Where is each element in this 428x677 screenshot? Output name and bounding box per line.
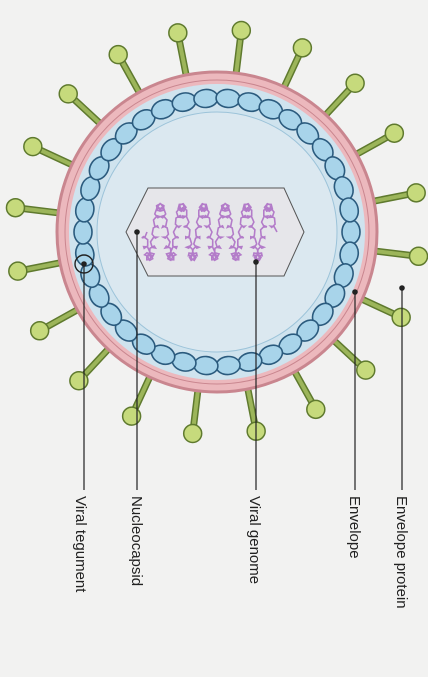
envelope-protein-head [184,425,202,443]
leader-dot-tegument [81,261,87,267]
leader-dot-nucleocapsid [134,229,140,235]
label-nucleocapsid: Nucleocapsid [128,496,145,586]
label-viral-genome: Viral genome [246,496,263,584]
envelope-protein-head [24,138,42,156]
envelope-protein-head [385,124,403,142]
leader-dot-protein [399,285,405,291]
capsomer [342,220,360,244]
envelope-protein-head [31,322,49,340]
envelope-protein-head [232,21,250,39]
capsomer [74,220,92,244]
envelope-protein-head [410,247,428,265]
envelope-protein-head [407,184,425,202]
envelope-protein-head [109,46,127,64]
envelope-protein-head [307,400,325,418]
envelope-protein-head [346,74,364,92]
leader-dot-genome [253,259,259,265]
leader-dot-envelope [352,289,358,295]
envelope-protein-head [169,24,187,42]
envelope-protein-head [293,39,311,57]
envelope-protein-head [70,372,88,390]
label-viral-tegument: Viral tegument [72,496,89,593]
envelope-protein-head [357,361,375,379]
envelope-protein-head [6,199,24,217]
envelope-protein-head [123,407,141,425]
envelope-protein-head [392,308,410,326]
envelope-protein-head [9,262,27,280]
label-envelope-protein: Envelope protein [393,496,410,609]
envelope-protein-head [59,85,77,103]
label-envelope: Envelope [346,496,363,559]
